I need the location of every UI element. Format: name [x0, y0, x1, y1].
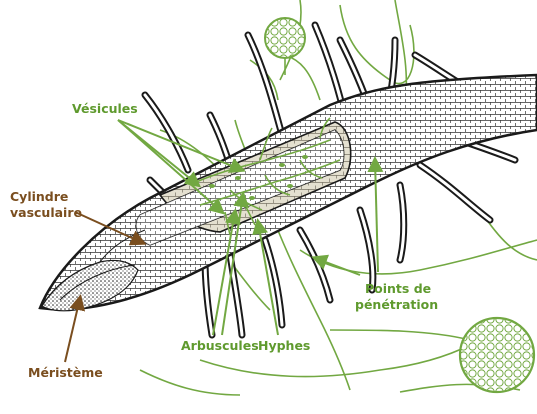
spore-bottom: [460, 318, 534, 392]
spore-top: [265, 18, 305, 75]
label-vascular-cylinder-line2: vasculaire: [10, 205, 82, 220]
label-arbuscules: Arbuscules: [181, 338, 259, 353]
label-penetration-line2: pénétration: [355, 297, 438, 312]
label-penetration-line1: Points de: [365, 281, 431, 296]
label-meristem: Méristème: [28, 365, 103, 380]
label-hyphae: Hyphes: [258, 338, 310, 353]
label-vesicles: Vésicules: [72, 101, 138, 116]
label-vascular-cylinder-line1: Cylindre: [10, 189, 68, 204]
